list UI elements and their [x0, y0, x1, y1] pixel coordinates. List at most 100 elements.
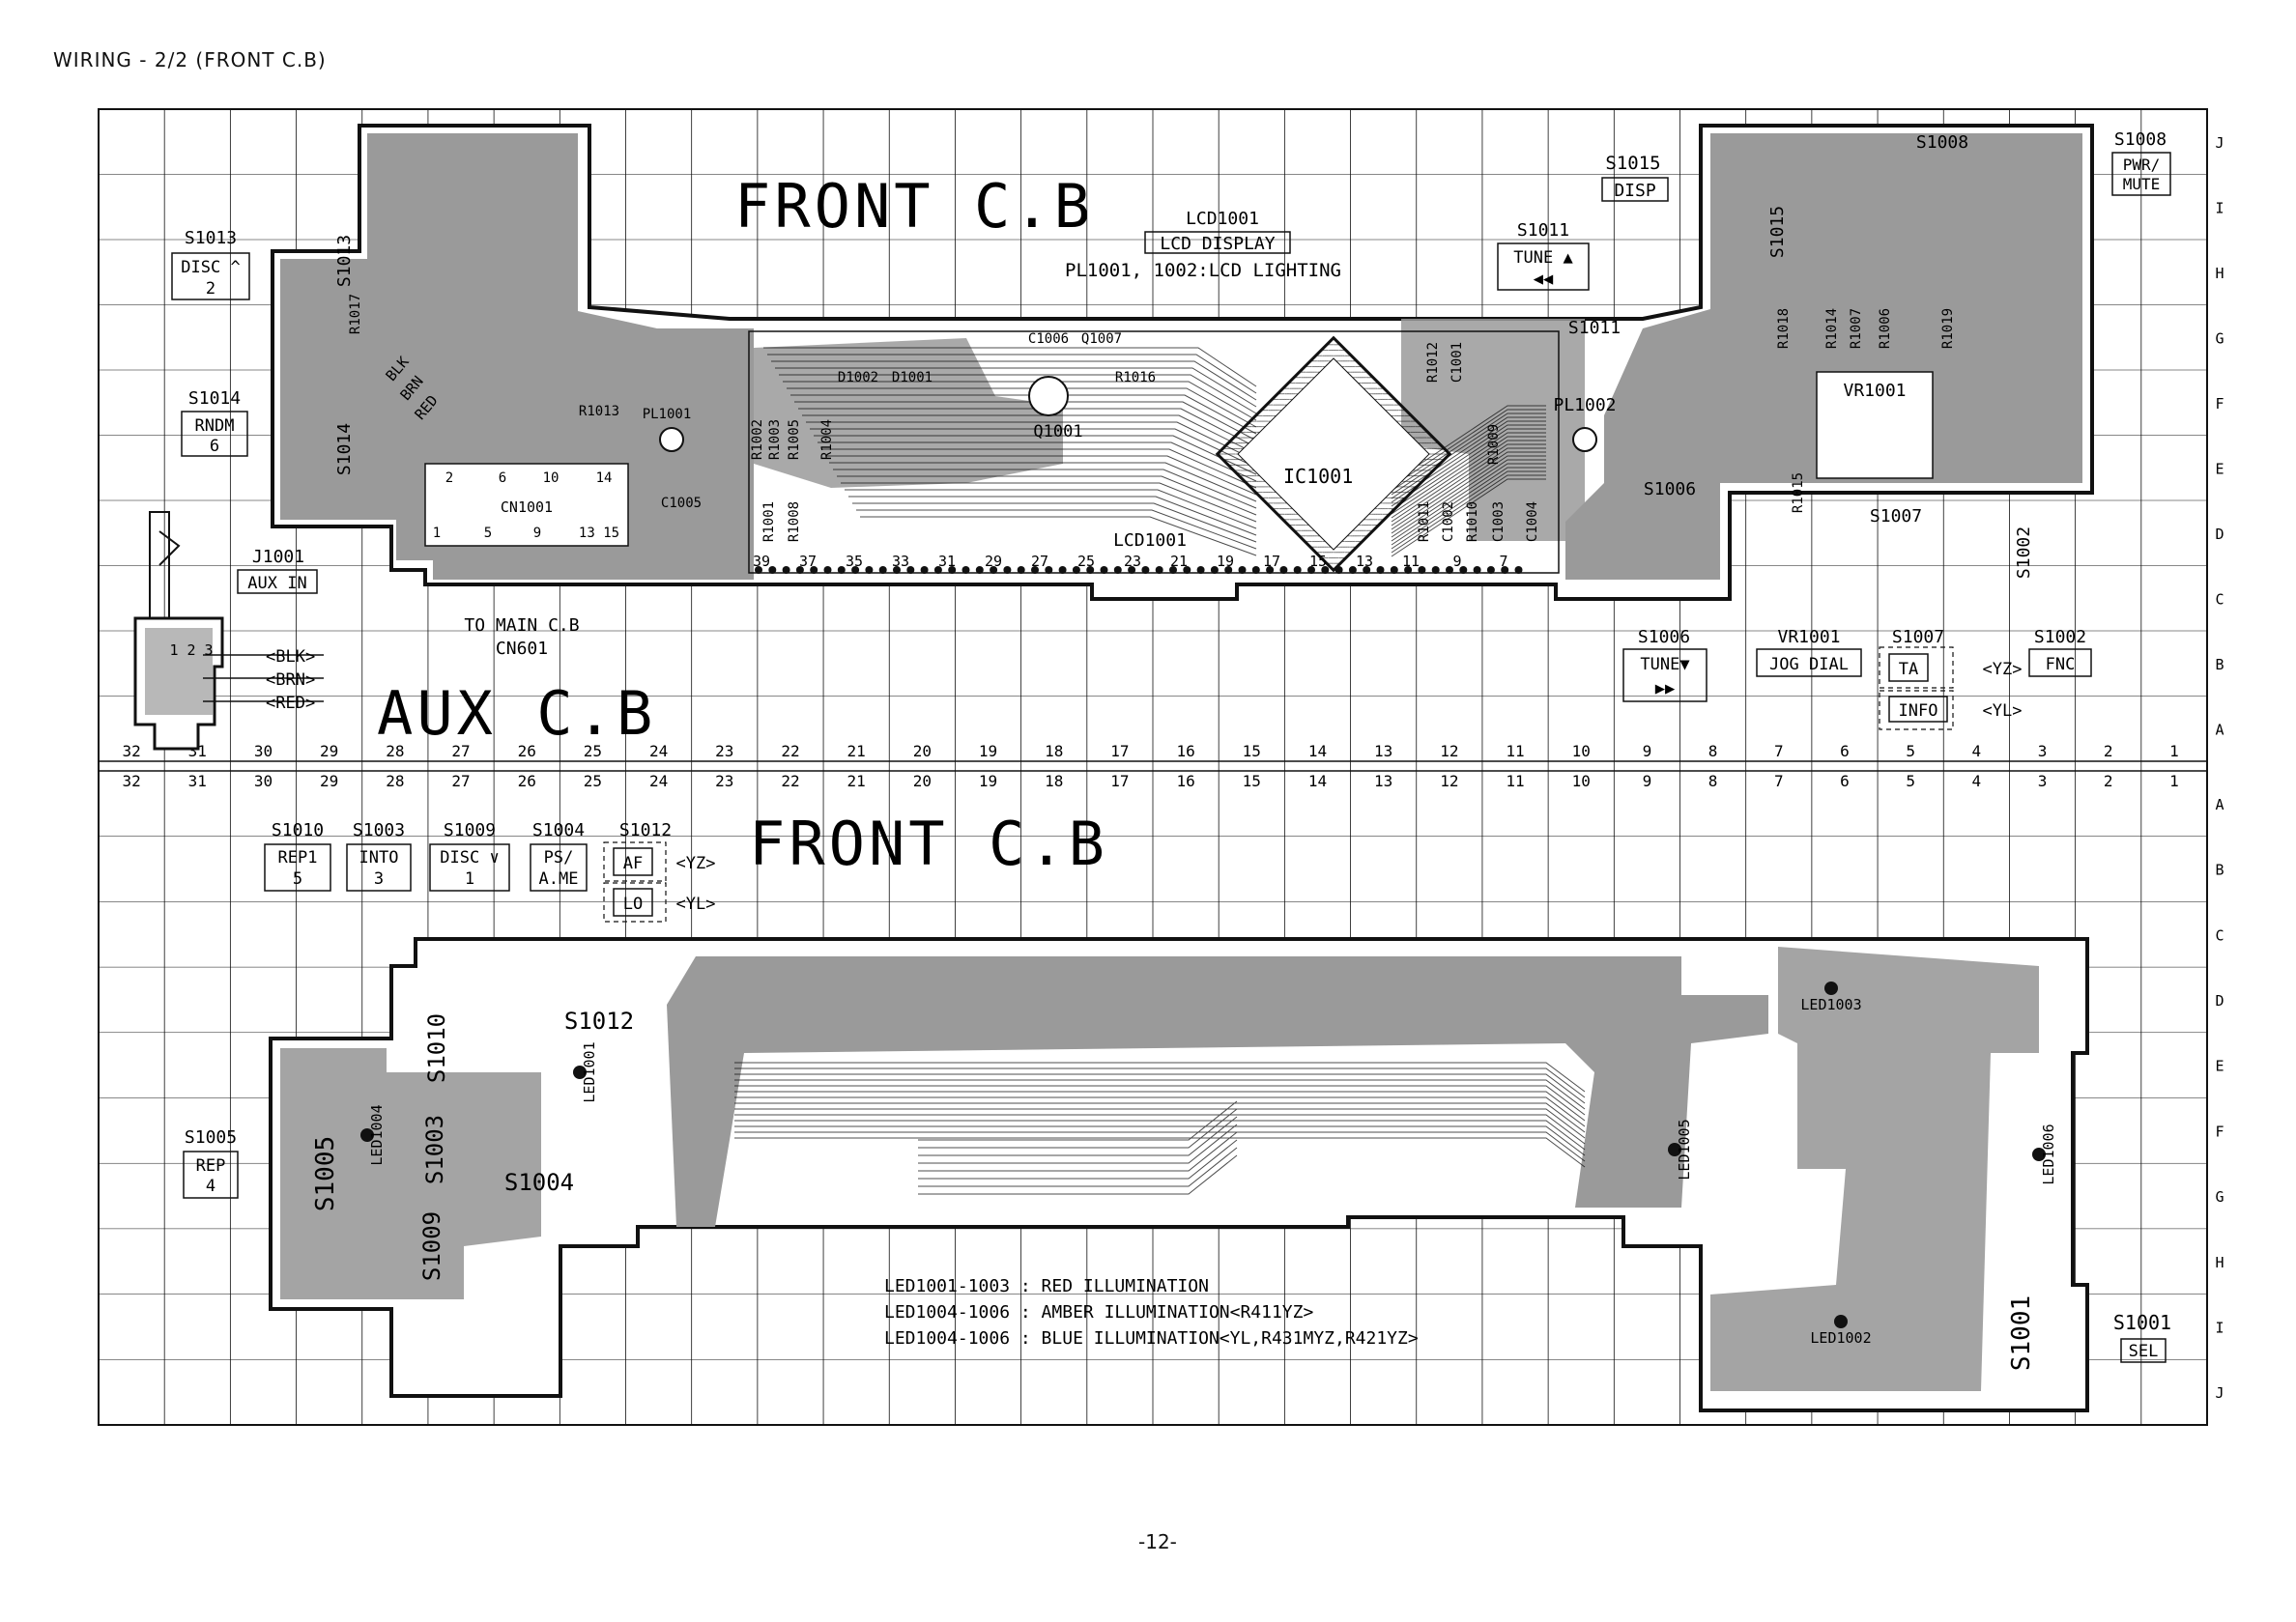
trace [734, 1091, 1586, 1122]
row-label: C [2215, 590, 2224, 608]
column-label-top: 12 [1440, 742, 1458, 760]
s1007-box-ta [1888, 653, 1929, 682]
column-label-bottom: 24 [649, 772, 668, 790]
lcd-display-box [1144, 231, 1291, 254]
column-label-top: 26 [518, 742, 536, 760]
row-label: G [2215, 329, 2224, 347]
s1014-callout: S1014 RNDM 6 [181, 388, 248, 457]
s1007-tag: <YZ> [1983, 660, 2023, 679]
lcd-pin [1017, 566, 1025, 574]
row-label: F [2215, 1123, 2224, 1140]
c1006-label: C1006 [1028, 331, 1069, 347]
lcd-pin [1113, 566, 1122, 574]
s1012-label: AF [623, 854, 643, 873]
resistor-label: R1015 [1791, 472, 1806, 513]
cn-pin-label: 10 [543, 470, 560, 486]
resistor-label: R1012 [1425, 342, 1441, 383]
lcd-pin [1486, 566, 1495, 574]
column-label-bottom: 15 [1243, 772, 1261, 790]
row-label: H [2215, 1254, 2224, 1271]
s1014-inline-label: S1014 [334, 423, 355, 475]
led-label: LED1002 [1810, 1329, 1871, 1347]
column-labels: 3232313130302929282827272626252524242323… [122, 742, 2178, 790]
lcd-pin [1446, 566, 1453, 574]
switch-num: A.ME [539, 869, 579, 889]
top-copper-strip [1401, 319, 1585, 541]
top-board-title: FRONT C.B [734, 171, 1094, 242]
vr1001-box [1756, 648, 1862, 677]
switch-box [530, 843, 588, 892]
resistor-label: R1014 [1824, 308, 1840, 349]
lcd-pin [1348, 566, 1357, 574]
lcd-lighting-note: PL1001, 1002:LCD LIGHTING [1065, 260, 1341, 281]
resistor-label: R1003 [767, 419, 783, 460]
trace [1391, 474, 1546, 554]
resistor-label: R1010 [1465, 501, 1480, 542]
page-number: -12- [1138, 1530, 1177, 1553]
lcd-pin-label: 7 [1499, 553, 1507, 570]
lcd-pin-label: 35 [846, 553, 863, 570]
trace [734, 1120, 1586, 1151]
ic1001-label: IC1001 [1283, 465, 1353, 488]
row-label: C [2215, 926, 2224, 944]
s1008-ref: S1008 [2114, 129, 2167, 150]
lcd-pin [1390, 566, 1398, 574]
led-label: LED1004 [368, 1104, 386, 1165]
trace [779, 374, 1257, 414]
s1001-callout: S1001 SEL [2113, 1311, 2171, 1363]
column-label-bottom: 6 [1840, 772, 1850, 790]
resistor-label: R1006 [1878, 308, 1893, 349]
s1013-num: 2 [206, 279, 215, 299]
column-label-top: 25 [584, 742, 602, 760]
trace [856, 509, 1257, 550]
column-label-bottom: 19 [979, 772, 997, 790]
column-label-top: 22 [781, 742, 799, 760]
switch-box [429, 843, 510, 892]
s1006-box [1622, 648, 1708, 702]
trace [1391, 463, 1546, 542]
trace [787, 387, 1257, 428]
cn-pin-label: 13 15 [579, 526, 619, 541]
trace [734, 1062, 1586, 1093]
column-label-top: 11 [1506, 742, 1524, 760]
lcd-pin-label: 17 [1263, 553, 1280, 570]
resistor-label: R1001 [761, 501, 777, 542]
s1001-box [2120, 1338, 2167, 1363]
s1001-ref: S1001 [2113, 1311, 2171, 1334]
r1016-label: R1016 [1115, 370, 1156, 385]
column-label-top: 16 [1176, 742, 1194, 760]
aux-pin-1: 1 [169, 641, 178, 659]
trace [829, 462, 1257, 502]
lcd-pin [961, 566, 970, 574]
s1011-glyph: ◀◀ [1534, 270, 1554, 289]
trace [1391, 440, 1546, 519]
aux-wire-blk: <BLK> [266, 647, 315, 667]
page-title: WIRING - 2/2 (FRONT C.B) [53, 48, 327, 71]
column-label-top: 7 [1774, 742, 1784, 760]
lcd-pin [1155, 566, 1163, 574]
lcd-pin-row [755, 566, 1523, 574]
lcd-pin-label: 29 [985, 553, 1002, 570]
s1013-callout: S1013 DISC ^ 2 [171, 228, 250, 300]
lcd-pin [1141, 566, 1150, 574]
q1001-transistor [1028, 376, 1069, 416]
s1006-glyph: ▶▶ [1655, 679, 1676, 698]
lcd-pin [768, 566, 777, 574]
lcd-pin [1376, 566, 1385, 574]
s1012-callout: S1012 AF <YZ> LO <YL> [603, 820, 715, 923]
lcd-pin [1224, 566, 1233, 574]
aux-board [133, 511, 324, 751]
trace [825, 455, 1257, 496]
row-label: I [2215, 1319, 2224, 1336]
s1014-ref: S1014 [188, 388, 241, 409]
trace [790, 394, 1257, 435]
lcd-pin [975, 566, 984, 574]
column-label-top: 30 [254, 742, 273, 760]
row-label: A [2215, 796, 2224, 813]
column-label-bottom: 26 [518, 772, 536, 790]
s1005-box [183, 1151, 239, 1199]
lcd-pin-label: 23 [1124, 553, 1141, 570]
